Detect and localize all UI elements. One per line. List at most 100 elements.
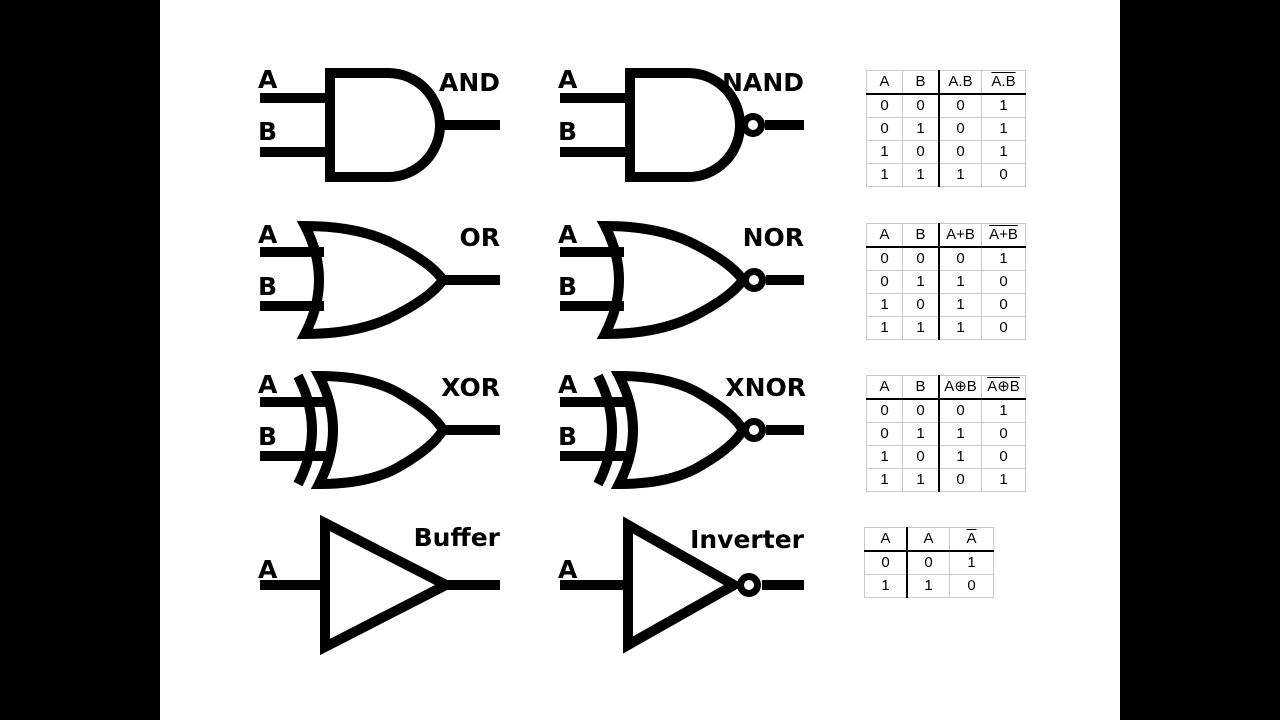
input-label-a: A <box>258 65 278 94</box>
input-label-b: B <box>558 422 577 451</box>
letterbox-right <box>1120 0 1280 720</box>
truth-table-cell: 0 <box>902 398 940 423</box>
truth-table-cell: 0 <box>938 246 982 271</box>
input-label-b: B <box>258 422 277 451</box>
truth-table-cell: 1 <box>981 93 1026 118</box>
xnor-gate-figure: A B XNOR <box>550 360 810 510</box>
nor-gate-figure: A B NOR <box>550 210 810 360</box>
and-gate-figure: A B AND <box>250 55 510 205</box>
or-gate-figure: A B OR <box>250 210 510 360</box>
truth-table-header-cell: A⊕B <box>938 375 982 400</box>
truth-table-header-cell: A <box>906 527 950 552</box>
truth-table-cell: 1 <box>981 117 1026 141</box>
truth-table-cell: 0 <box>902 93 940 118</box>
truth-table-cell: 0 <box>902 445 940 469</box>
truth-table-header-cell: A+B <box>981 223 1026 248</box>
xnor-gate-shape <box>610 370 749 490</box>
truth-table-cell: 1 <box>866 468 903 492</box>
xnor-gate-drawing: A B XNOR <box>558 370 806 490</box>
buffer-gate-figure: A Buffer <box>250 510 510 660</box>
and-gate-drawing: A B AND <box>258 65 500 182</box>
xor-gate-figure: A B XOR <box>250 360 510 510</box>
input-label-b: B <box>258 117 277 146</box>
buffer-gate-shape <box>320 514 457 656</box>
gate-label-nand: NAND <box>722 68 804 97</box>
truth-table-cell: 1 <box>902 117 940 141</box>
truth-table-header-cell: A+B <box>938 223 982 248</box>
truth-table-header-cell: B <box>902 223 940 248</box>
truth-table-cell: 0 <box>866 270 903 294</box>
input-label-a: A <box>258 220 278 249</box>
xor-extra-arc <box>293 373 317 487</box>
input-label-a: A <box>258 555 278 584</box>
truth-table-cell: 1 <box>902 270 940 294</box>
gate-label-nor: NOR <box>743 223 804 252</box>
letterbox-left <box>0 0 160 720</box>
truth-table-cell: 0 <box>902 246 940 271</box>
truth-table-cell: 0 <box>981 293 1026 317</box>
negation-bubble <box>742 268 766 292</box>
truth-table-header-cell: B <box>902 375 940 400</box>
and-gate-shape <box>325 68 445 182</box>
truth-table-cell: 0 <box>981 445 1026 469</box>
truth-table-header-cell: B <box>902 70 940 95</box>
truth-table-cell: 1 <box>981 140 1026 164</box>
truth-table-cell: 0 <box>906 550 950 575</box>
nand-gate-shape <box>625 68 745 182</box>
gate-label-xor: XOR <box>441 373 500 402</box>
nor-gate-shape <box>596 220 750 340</box>
input-label-a: A <box>558 370 578 399</box>
truth-table-cell: 1 <box>938 316 982 340</box>
inverter-gate-shape <box>623 516 745 654</box>
truth-table-cell: 0 <box>866 93 903 118</box>
truth-table-cell: 0 <box>981 422 1026 446</box>
gate-label-xnor: XNOR <box>725 373 806 402</box>
truth-table-cell: 1 <box>906 574 950 598</box>
truth-table-cell: 0 <box>902 140 940 164</box>
gate-label-buffer: Buffer <box>414 523 501 552</box>
input-label-a: A <box>558 65 578 94</box>
truth-table-cell: 1 <box>864 574 908 598</box>
nor-gate-drawing: A B NOR <box>558 220 804 340</box>
truth-table-cell: 1 <box>866 163 903 187</box>
or-gate-shape <box>296 220 450 340</box>
truth-table-cell: 0 <box>981 316 1026 340</box>
truth-table-cell: 0 <box>866 117 903 141</box>
input-label-a: A <box>258 370 278 399</box>
xor-gate-drawing: A B XOR <box>258 370 500 490</box>
negation-bubble <box>742 418 766 442</box>
truth-table-header-cell: A <box>866 375 903 400</box>
truth-table-cell: 0 <box>938 398 982 423</box>
truth-table-cell: 1 <box>938 422 982 446</box>
truth-table-cell: 0 <box>866 246 903 271</box>
xnor-extra-arc <box>593 373 617 487</box>
gate-label-inverter: Inverter <box>690 525 805 554</box>
truth-table-cell: 1 <box>902 163 940 187</box>
inverter-gate-drawing: A Inverter <box>558 516 805 654</box>
truth-table-header-cell: A <box>866 223 903 248</box>
diagram-canvas: A B AND A B NAND <box>160 0 1120 720</box>
or-gate-drawing: A B OR <box>258 220 500 340</box>
buffer-gate-drawing: A Buffer <box>258 514 501 656</box>
truth-table-cell: 0 <box>866 422 903 446</box>
truth-table-cell: 1 <box>866 293 903 317</box>
truth-table-cell: 0 <box>938 140 982 164</box>
input-label-b: B <box>558 272 577 301</box>
truth-table-cell: 0 <box>902 293 940 317</box>
truth-table-cell: 1 <box>938 270 982 294</box>
truth-table-cell: 0 <box>866 398 903 423</box>
negation-bubble <box>741 113 765 137</box>
truth-table-cell: 1 <box>981 468 1026 492</box>
nand-gate-figure: A B NAND <box>550 55 810 205</box>
truth-table-cell: 1 <box>981 246 1026 271</box>
truth-table-header-cell: A <box>866 70 903 95</box>
truth-table-cell: 1 <box>938 163 982 187</box>
